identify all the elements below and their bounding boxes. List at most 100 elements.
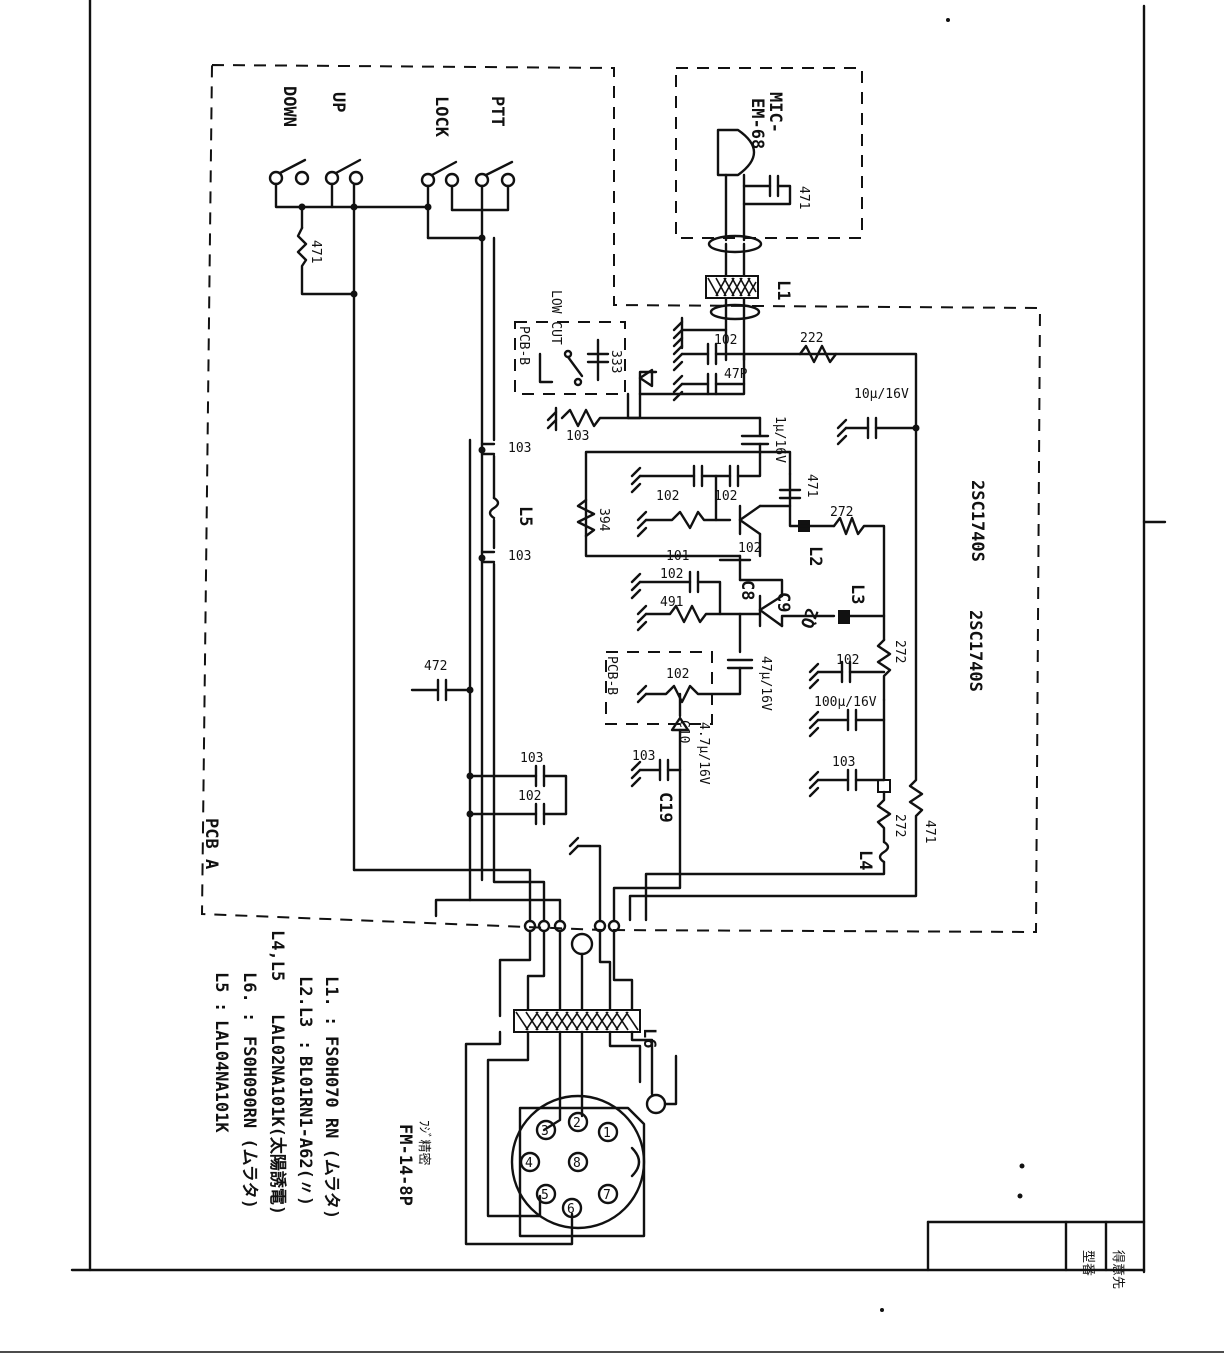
legend-value-2: BL01RN1-A62(〃) [295, 1056, 315, 1206]
cap-102-bottom: 102 [468, 789, 568, 826]
r-up-down-label: 471 [308, 240, 323, 263]
legend-code-4: L6. [239, 972, 259, 1003]
legend-sep-2: : [295, 1040, 315, 1050]
cap-102d-label: 102 [660, 567, 683, 582]
cap-471q-label: 471 [804, 474, 819, 497]
switch-down: DOWN [268, 86, 310, 186]
pin-6: 6 [561, 1197, 583, 1219]
legend: L1. : FS0H070 RN (ムラタ) L2.L3 : BL01RN1-A… [211, 930, 341, 1219]
legend-value-4: FS0H090RN (ムラタ) [239, 1036, 259, 1209]
res-272-label: 272 [830, 505, 853, 520]
cap-472: 472 [410, 659, 472, 702]
stray-marks [880, 18, 1025, 1312]
cap-103c-label: 103 [832, 755, 855, 770]
res-101-label: 101 [666, 549, 689, 564]
q2-label: Q2 [798, 606, 824, 632]
pin-4: 4 [519, 1151, 541, 1173]
low-cut-network: LOW CUT PCB-B 333 103 [516, 290, 762, 444]
pin-6-label: 6 [567, 1202, 575, 1217]
inductor-l1: L1 [705, 234, 793, 362]
cap-103-bottom-label: 103 [520, 751, 543, 766]
legend-code-2: L2.L3 [295, 976, 315, 1027]
title-block: 得意先 型番 [926, 1220, 1146, 1289]
c8-label: C8 [737, 580, 757, 600]
title-block-line2: 型番 [1080, 1250, 1095, 1276]
pcb-b-2-res-label: 102 [666, 667, 689, 682]
c9-value: 47μ/16V [758, 656, 773, 711]
pin-5: 5 [535, 1183, 557, 1205]
legend-row-4: L6. : FS0H090RN (ムラタ) [239, 972, 259, 1209]
res-103-label: 103 [566, 429, 589, 444]
res-272c-label: 272 [892, 814, 907, 837]
pcb-a-label: PCB A [201, 818, 221, 869]
cap-47p-label: 47P [724, 367, 748, 382]
legend-row-2: L2.L3 : BL01RN1-A62(〃) [295, 976, 315, 1206]
connector-model: FM-14-8P [395, 1124, 415, 1206]
cap-102-bottom-label: 102 [518, 789, 541, 804]
cap-103-bus-a: 103 [480, 441, 531, 456]
cable-l6: L6 [464, 930, 678, 1246]
pcb-b-2-boundary [605, 651, 713, 725]
cap-103-bus-a-label: 103 [508, 441, 531, 456]
inductor-l5: L5 [488, 496, 535, 526]
inductor-l4-label: L4 [855, 850, 875, 870]
cap-472-label: 472 [424, 659, 447, 674]
switch-ptt-label: PTT [487, 96, 507, 127]
legend-code-5: L5 [211, 972, 231, 992]
switch-lock: LOCK [420, 96, 460, 188]
legend-row-1: L1. : FS0H070 RN (ムラタ) [321, 976, 341, 1219]
pcb-b-low-cut-boundary [514, 321, 626, 395]
pin-2: 2 [567, 1111, 589, 1133]
cap-103-bottom: 103 [468, 751, 568, 816]
res-394-label: 394 [596, 508, 611, 532]
cap-102a-label: 102 [656, 489, 679, 504]
inductor-l1-label: L1 [773, 280, 793, 300]
cap-103-bus-b-label: 103 [508, 549, 531, 564]
c10-label: C10 [676, 720, 691, 743]
low-cut-title: LOW CUT [548, 290, 563, 345]
cap-10u-label: 10μ/16V [854, 387, 909, 402]
cap-102c-label: 102 [738, 541, 761, 556]
low-cut-cap-label: 333 [608, 350, 623, 373]
legend-row-3: L4,L5 LAL02NA101K(太陽誘電) [267, 930, 288, 1215]
microphone: MIC- EM-68 471 [716, 92, 811, 242]
cap-103-bus-b: 103 [480, 549, 531, 564]
inductor-l5-label: L5 [515, 506, 535, 526]
cap-103d-label: 103 [632, 749, 655, 764]
connector-maker: ﾌｼﾞ精密 [416, 1120, 432, 1166]
pin-1-label: 1 [603, 1126, 611, 1141]
cap-100u-label: 100μ/16V [814, 695, 877, 710]
legend-row-5: L5 : LAL04NA101K [211, 972, 231, 1133]
switch-lock-label: LOCK [431, 96, 451, 138]
switch-wiring: 471 [274, 182, 532, 922]
din-connector: 1 2 3 4 5 6 7 8 ﾌｼﾞ精密 FM-14-8P [395, 1094, 646, 1238]
pin-8: 8 [567, 1151, 589, 1173]
stage-2: 102 C8 102 491 L3 Q2 2SC1740S C9 47μ/16V [630, 541, 985, 711]
supply-chain: 272 102 100μ/16V 103 272 L4 471 [628, 426, 937, 922]
mic-cap-label: 471 [796, 186, 811, 209]
pin-7: 7 [597, 1183, 619, 1205]
res-222-label: 222 [800, 331, 823, 346]
stage-1: 1μ/16V 394 102 102 101 471 272 L2 2SC174… [576, 416, 987, 642]
legend-value-5: LAL04NA101K [211, 1020, 231, 1133]
pin-8-label: 8 [573, 1156, 581, 1171]
legend-value-3: LAL02NA101K(太陽誘電) [267, 1014, 288, 1215]
mic-name-1: MIC- [765, 92, 785, 133]
switch-up-label: UP [328, 92, 348, 112]
cap-4u7-label: 4.7μ/16V [696, 722, 711, 785]
cap-102e-label: 102 [836, 653, 859, 668]
inductor-l6-label: L6 [639, 1028, 659, 1048]
mic-name-2: EM-68 [747, 98, 767, 149]
pin-7-label: 7 [603, 1188, 611, 1203]
inductor-l3-label: L3 [847, 584, 867, 604]
switch-ptt: PTT [474, 96, 516, 188]
low-cut-pcb-label: PCB-B [516, 326, 531, 365]
cap-102b-label: 102 [714, 489, 737, 504]
terminal-strip [434, 836, 621, 956]
pin-1: 1 [597, 1121, 619, 1143]
pin-4-label: 4 [525, 1156, 533, 1171]
mic-boundary [675, 67, 863, 239]
